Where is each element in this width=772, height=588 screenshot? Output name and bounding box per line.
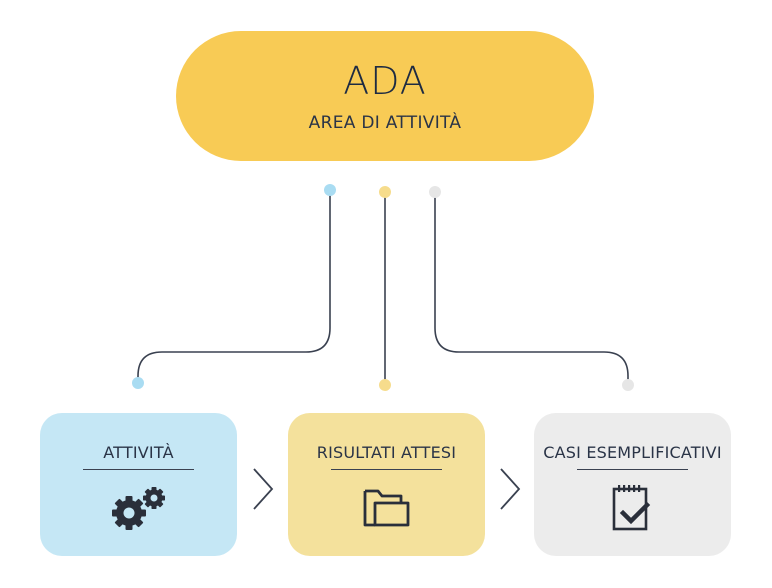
connector-right bbox=[434, 192, 629, 385]
card-label: RISULTATI ATTESI bbox=[316, 443, 457, 462]
dot-bottom-blue bbox=[132, 377, 144, 389]
folder-icon bbox=[363, 489, 409, 527]
ada-subtitle: AREA DI ATTIVITÀ bbox=[308, 113, 462, 133]
card-divider bbox=[577, 469, 688, 470]
ada-pill: ADA AREA DI ATTIVITÀ bbox=[176, 31, 594, 161]
chevron-right-icon bbox=[500, 468, 521, 510]
dot-bottom-gray bbox=[622, 379, 634, 391]
card-divider bbox=[331, 469, 442, 470]
dot-top-gray bbox=[429, 186, 441, 198]
dot-top-blue bbox=[324, 184, 336, 196]
card-risultati-attesi: RISULTATI ATTESI bbox=[288, 413, 485, 556]
chevron-right-icon bbox=[253, 468, 274, 510]
connector-left bbox=[137, 192, 331, 383]
ada-title: ADA bbox=[343, 59, 427, 103]
card-divider bbox=[83, 469, 194, 470]
dot-bottom-yellow bbox=[379, 379, 391, 391]
card-casi-esemplificativi: CASI ESEMPLIFICATIVI bbox=[534, 413, 731, 556]
card-label: ATTIVITÀ bbox=[103, 443, 174, 462]
checklist-icon bbox=[612, 485, 650, 531]
card-label: CASI ESEMPLIFICATIVI bbox=[543, 443, 722, 462]
gears-icon bbox=[111, 487, 165, 530]
card-attivita: ATTIVITÀ bbox=[40, 413, 237, 556]
dot-top-yellow bbox=[379, 186, 391, 198]
